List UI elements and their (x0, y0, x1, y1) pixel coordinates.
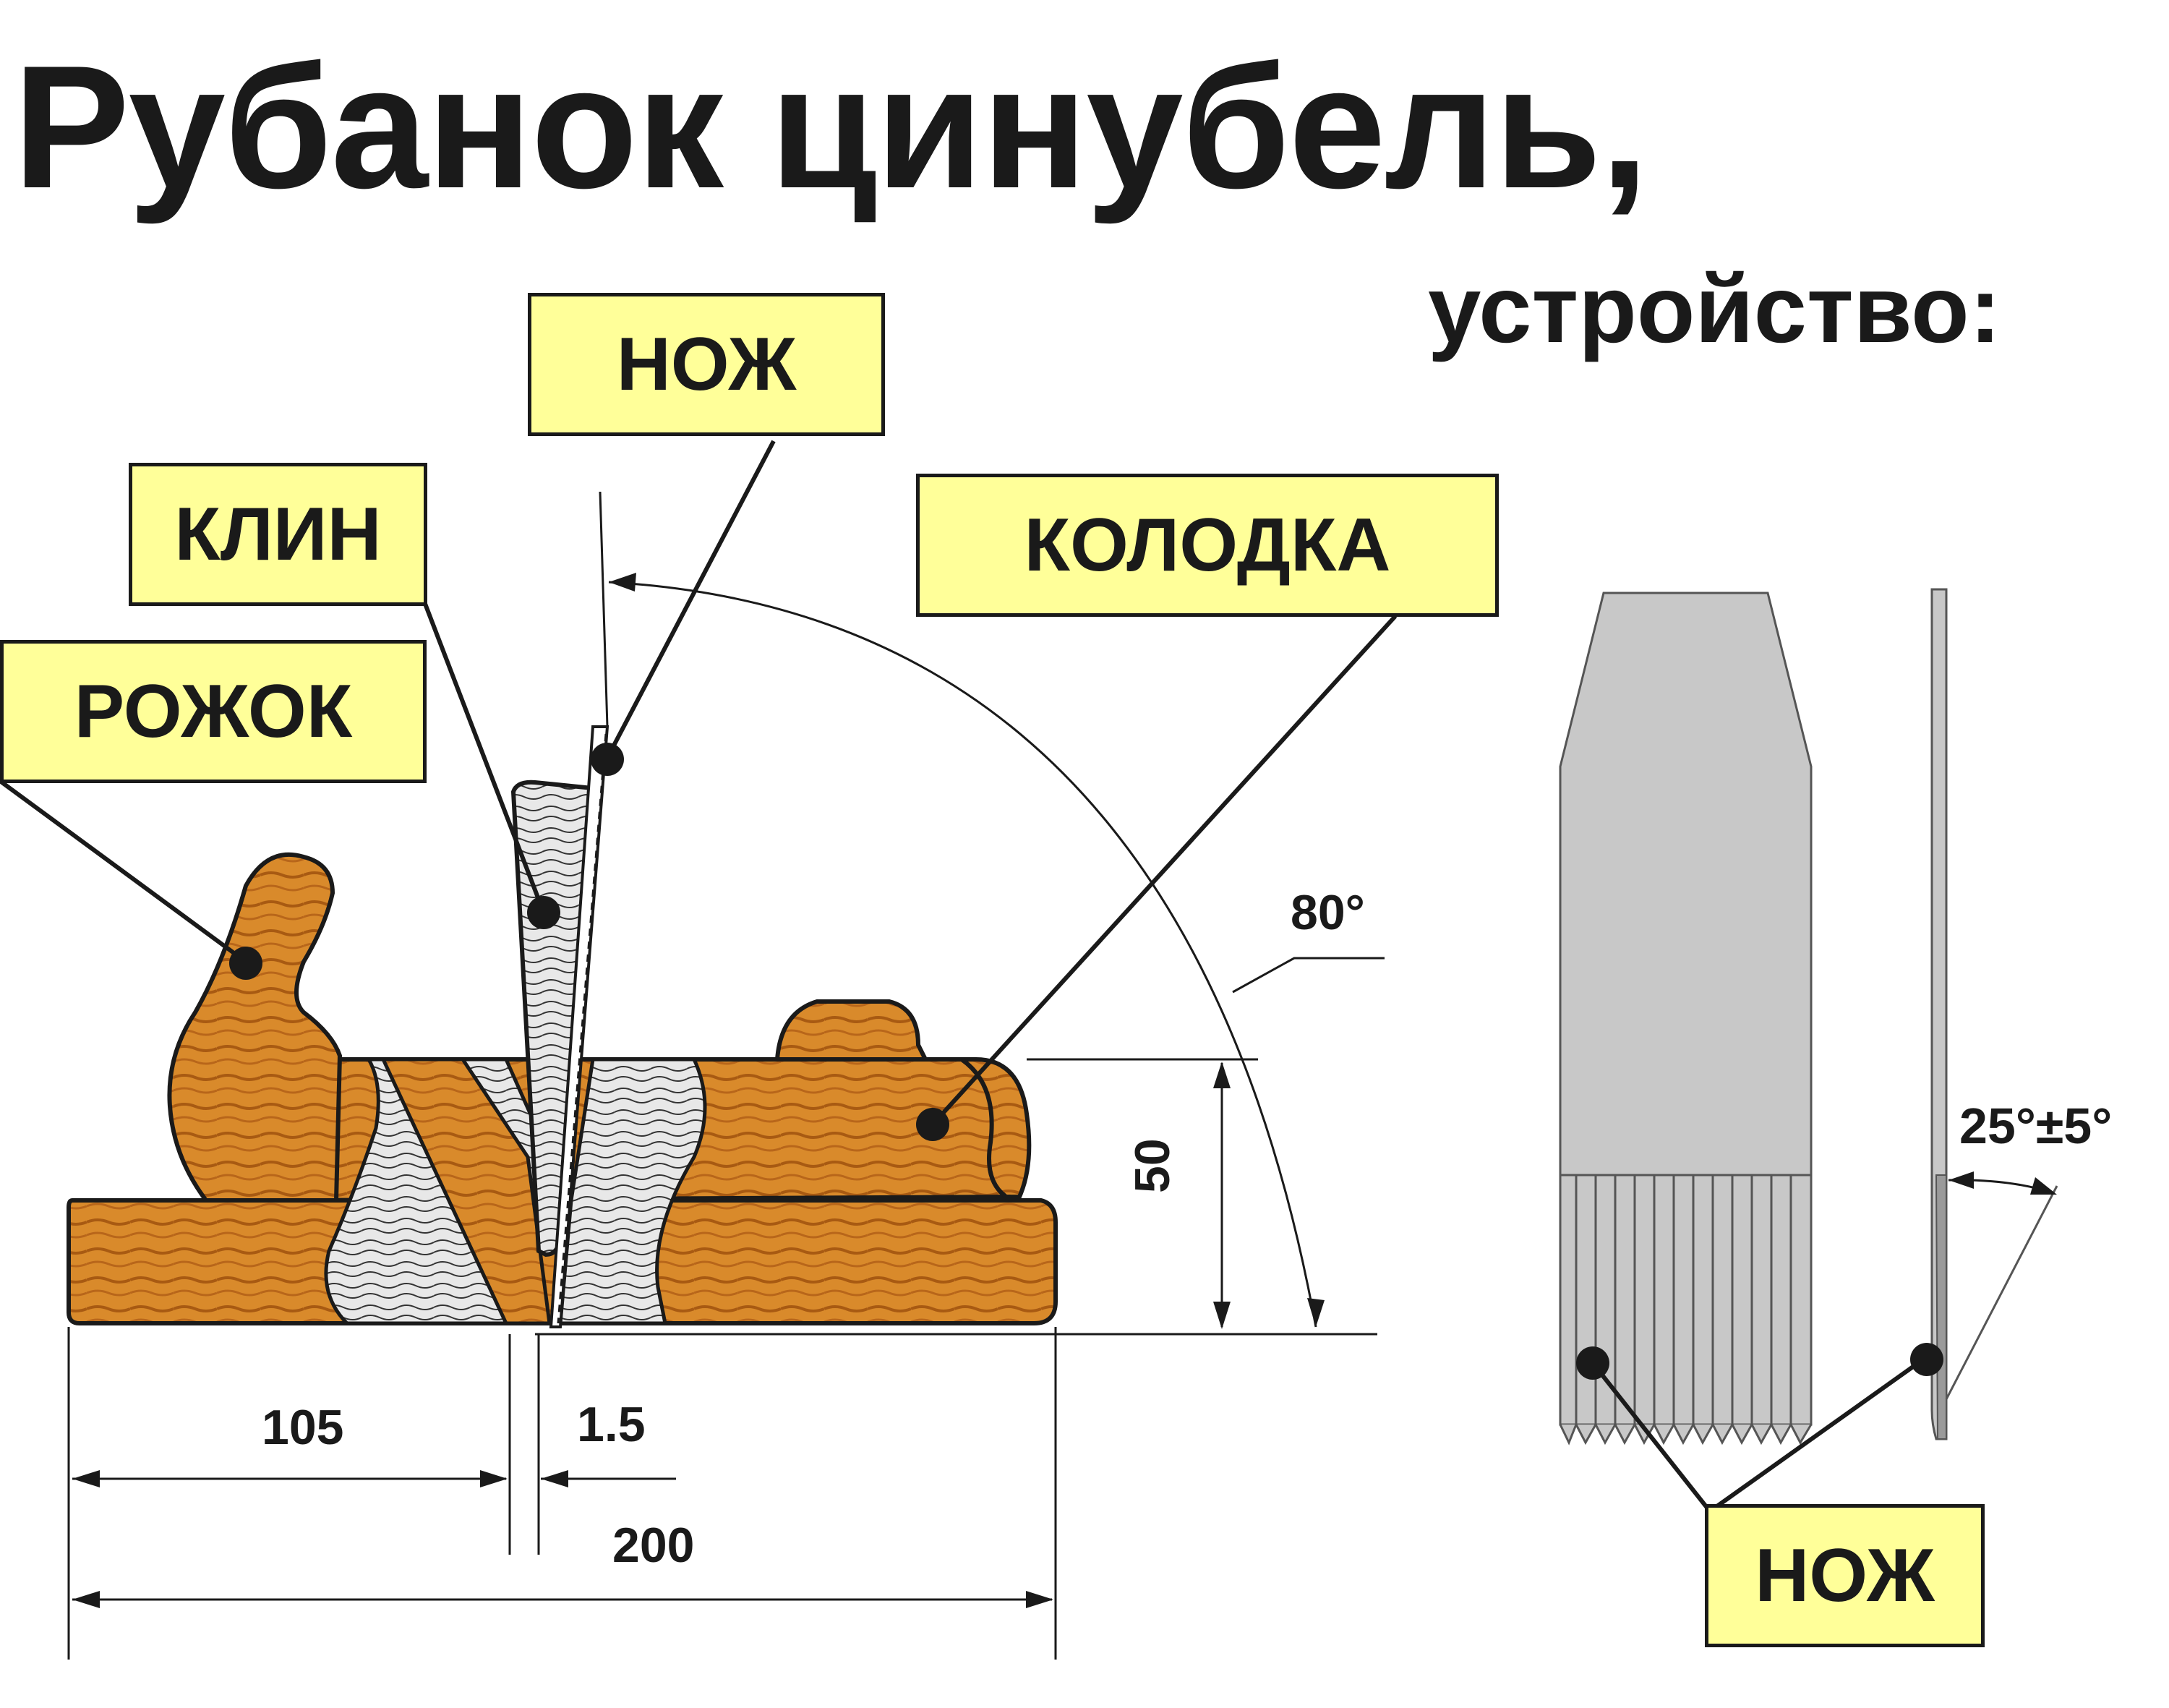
label-wedge: КЛИН (129, 463, 427, 606)
page-title: Рубанок цинубель, (13, 30, 1649, 225)
knife-front-teeth-body (1559, 1174, 1813, 1426)
horn-part (167, 852, 343, 1203)
dimension-lines (67, 491, 1385, 1660)
leader-lines (0, 440, 1925, 1515)
dim-gap: 1.5 (577, 1397, 646, 1452)
knife-teeth-edge (1559, 1422, 1813, 1446)
mouth-right (558, 1057, 707, 1325)
dim-angle: 80° (1291, 885, 1365, 940)
dim-length: 200 (612, 1518, 695, 1573)
dim-front: 105 (262, 1400, 344, 1455)
plane-body (67, 725, 1058, 1328)
label-block: КОЛОДКА (916, 474, 1499, 617)
label-knife-bottom: НОЖ (1705, 1504, 1985, 1647)
knife-front-shank (1559, 592, 1813, 1177)
block-knob (774, 999, 929, 1062)
knife-detail (1559, 588, 2058, 1446)
dim-bevel: 25°±5° (1959, 1098, 2113, 1154)
knife-teeth-lines (1575, 1175, 1792, 1425)
label-horn: РОЖОК (0, 640, 427, 783)
leader-dots (229, 743, 1943, 1380)
dim-height: 50 (1125, 1138, 1180, 1193)
label-knife-top: НОЖ (528, 293, 885, 436)
page-subtitle: устройство: (1428, 256, 2001, 362)
knife-blade (549, 725, 609, 1328)
